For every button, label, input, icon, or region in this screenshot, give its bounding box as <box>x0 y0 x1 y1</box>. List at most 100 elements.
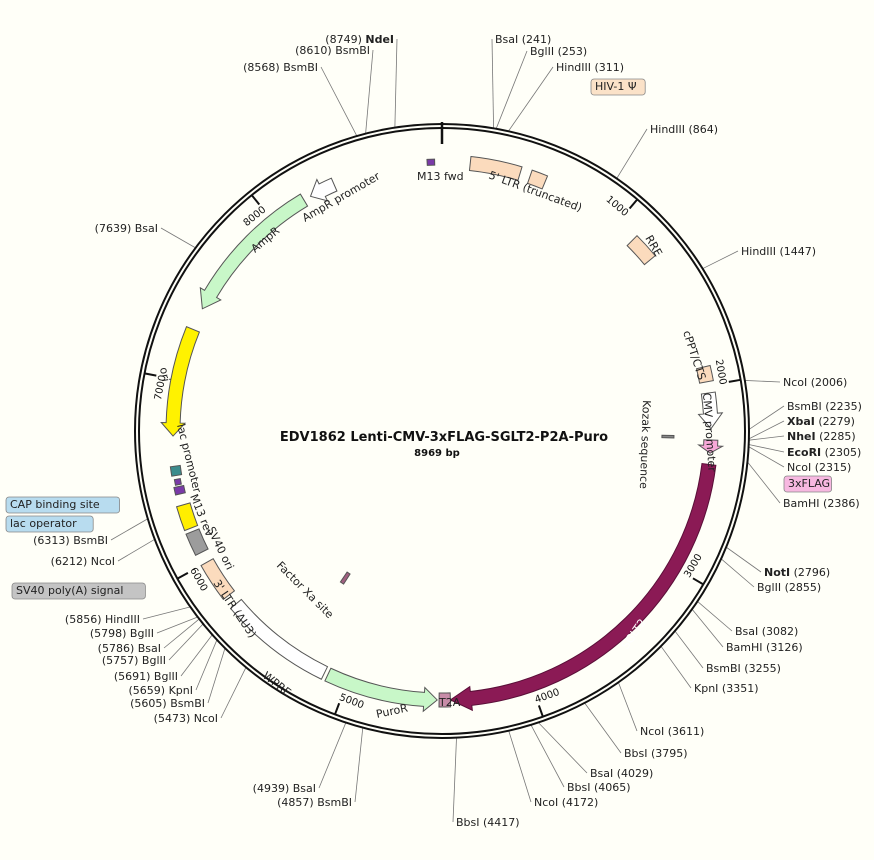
site-enzyme-name: BsaI <box>135 222 158 235</box>
site-leader-line <box>508 730 532 803</box>
site-position: (5786) <box>98 642 135 655</box>
plasmid-title: EDV1862 Lenti-CMV-3xFLAG-SGLT2-P2A-Puro <box>280 430 608 445</box>
site-position: (5856) <box>65 613 102 626</box>
ltr5-arc <box>468 155 523 181</box>
site-label: BsaI (4029) <box>590 767 653 780</box>
tick-mark <box>144 372 157 377</box>
site-leader-line <box>220 667 247 719</box>
label-ltr3: 3' LTR (ΔU3) <box>211 577 259 640</box>
label-puror: PuroR <box>375 701 409 720</box>
site-position: (2285) <box>819 430 856 443</box>
site-leader-line <box>207 648 226 704</box>
tick-mark <box>628 198 639 210</box>
site-leader-line <box>195 639 218 691</box>
label-hiv-psi-box <box>590 78 646 96</box>
site-enzyme-name: BsaI <box>590 767 613 780</box>
site-label: BglII (2855) <box>757 581 821 594</box>
site-position: (3351) <box>722 682 759 695</box>
site-label: HindIII (864) <box>650 123 718 136</box>
site-enzyme-name: BbsI <box>567 781 591 794</box>
ori-arrow <box>160 326 201 437</box>
site-label: BamHI (2386) <box>783 497 860 510</box>
site-enzyme-name: XbaI <box>787 415 815 428</box>
site-label: BbsI (4065) <box>567 781 631 794</box>
tick-mark <box>692 577 704 586</box>
site-leader-line <box>748 435 785 441</box>
site-leader-line <box>156 616 198 634</box>
site-position: (6313) <box>33 534 70 547</box>
label-flag-box <box>783 475 832 493</box>
flag-arrow <box>697 439 725 454</box>
site-label: NheI (2285) <box>787 430 856 443</box>
sv40-ori-arc <box>175 502 199 532</box>
site-enzyme-name: BglII <box>154 670 178 683</box>
site-position: (2006) <box>811 376 848 389</box>
site-enzyme-name: BsmBI <box>317 796 352 809</box>
label-sv40-polya: SV40 poly(A) signal <box>11 582 146 600</box>
ampr-promoter-arrow <box>309 177 338 202</box>
site-label: (5786) BsaI <box>98 642 161 655</box>
site-label: HindIII (1447) <box>741 245 816 258</box>
plasmid-size: 8969 bp <box>414 448 460 459</box>
site-leader-line <box>180 634 213 677</box>
site-leader-line <box>530 724 565 788</box>
site-leader-line <box>660 645 692 689</box>
label-lac-operator: lac operator <box>5 515 94 533</box>
site-label: BsaI (3082) <box>735 625 798 638</box>
site-leader-line <box>491 38 494 129</box>
site-enzyme-name: BsaI <box>495 33 518 46</box>
site-label: (6212) NcoI <box>51 555 115 568</box>
site-enzyme-name: BsmBI <box>335 44 370 57</box>
site-leader-line <box>720 558 755 588</box>
site-label: HindIII (311) <box>556 61 624 74</box>
ampr-arrow <box>199 193 309 310</box>
site-enzyme-name: BglII <box>142 654 166 667</box>
site-labels: (8749) NdeI(8610) BsmBI(8568) BsmBIBsaI … <box>33 33 862 829</box>
site-position: (6212) <box>51 555 88 568</box>
site-leader-line <box>394 38 398 128</box>
site-position: (2315) <box>815 461 852 474</box>
m13-rev-arc <box>173 484 186 496</box>
label-m13-fwd-text: M13 fwd <box>417 170 464 183</box>
site-enzyme-name: HindIII <box>105 613 140 626</box>
site-position: (5757) <box>102 654 139 667</box>
site-label: (8610) BsmBI <box>295 44 370 57</box>
tick-mark <box>334 702 341 715</box>
label-puror-text: PuroR <box>375 701 409 720</box>
site-position: (311) <box>595 61 625 74</box>
site-position: (2796) <box>794 566 831 579</box>
tick-mark <box>728 378 741 383</box>
site-enzyme-name: EcoRI <box>787 446 821 459</box>
label-sv40-polya-box <box>11 582 146 600</box>
site-label: (5856) HindIII <box>65 613 140 626</box>
site-position: (2305) <box>825 446 862 459</box>
label-factor-xa: Factor Xa site <box>274 559 336 621</box>
site-leader-line <box>538 722 588 774</box>
site-leader-line <box>702 250 739 270</box>
site-label: (5605) BsmBI <box>130 697 205 710</box>
site-position: (2235) <box>825 400 862 413</box>
site-leader-line <box>748 444 785 453</box>
site-leader-line <box>318 722 347 789</box>
site-leader-line <box>697 601 733 632</box>
label-cap-site-text: CAP binding site <box>10 498 100 511</box>
site-position: (253) <box>558 45 588 58</box>
site-leader-line <box>744 380 781 383</box>
label-t2a: T2A <box>438 696 461 709</box>
tick-mark <box>537 705 544 718</box>
site-leader-line <box>168 623 204 661</box>
cmv-promoter-arrow <box>697 391 724 430</box>
site-enzyme-name: NheI <box>787 430 816 443</box>
site-position: (864) <box>689 123 719 136</box>
tick-label: 7000 <box>153 374 169 401</box>
site-leader-line <box>748 405 785 430</box>
label-wpre-text: WPRE <box>260 669 293 699</box>
site-leader-line <box>674 630 704 669</box>
site-label: (7639) BsaI <box>95 222 158 235</box>
site-leader-line <box>117 538 155 562</box>
label-lac-operator-text: lac operator <box>10 517 77 530</box>
feature-arrows <box>160 155 725 713</box>
site-position: (4939) <box>253 782 290 795</box>
site-enzyme-name: BsaI <box>735 625 758 638</box>
